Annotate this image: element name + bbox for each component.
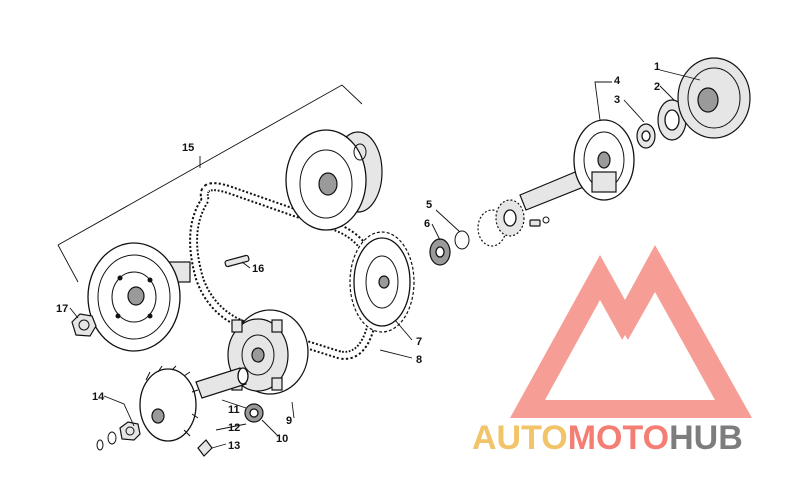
nut-17 xyxy=(71,313,97,337)
watermark-hub: HUB xyxy=(669,419,743,457)
watermark-wordmark: AUTOMOTOHUB xyxy=(472,419,743,457)
watermark-logo xyxy=(510,245,752,418)
watermark-auto: AUTO xyxy=(472,419,568,457)
callout-2: 2 xyxy=(654,81,660,93)
callout-14: 14 xyxy=(92,391,105,403)
driven-sheave-lower xyxy=(87,242,191,352)
fan-14 xyxy=(139,365,199,442)
housing-shaft-4 xyxy=(519,119,635,211)
bearing-6 xyxy=(429,238,451,266)
fixed-drive-sheave xyxy=(349,231,415,333)
callout-15: 15 xyxy=(182,142,194,154)
callout-8: 8 xyxy=(416,354,422,366)
clip-13 xyxy=(197,439,213,457)
bolt-small xyxy=(529,216,550,227)
driven-sheave-upper xyxy=(285,129,383,231)
bearing-10 xyxy=(244,403,264,423)
callout-labels: 1 2 3 4 5 6 7 8 9 10 11 12 13 14 15 16 1… xyxy=(56,61,660,452)
shaft-11 xyxy=(195,367,249,399)
logo-inner-cut xyxy=(590,335,660,395)
watermark-moto: MOTO xyxy=(568,419,669,457)
callout-11: 11 xyxy=(228,404,240,416)
movable-drive-sheave xyxy=(227,309,309,395)
callout-16: 16 xyxy=(252,263,264,275)
callout-7: 7 xyxy=(416,336,422,348)
watermark-text: AUTOMOTOHUB xyxy=(472,419,743,457)
callout-1: 1 xyxy=(654,61,660,73)
callout-10: 10 xyxy=(276,433,288,445)
callout-4: 4 xyxy=(614,75,621,87)
cover-1 xyxy=(677,57,751,139)
leader-lines xyxy=(69,69,701,449)
callout-12: 12 xyxy=(228,422,240,434)
nut-12 xyxy=(96,421,141,451)
gear-ring xyxy=(477,199,525,247)
callout-13: 13 xyxy=(228,440,240,452)
callout-5: 5 xyxy=(426,199,432,211)
assembly-bracket-15 xyxy=(57,84,363,283)
callout-3: 3 xyxy=(614,94,620,106)
callout-6: 6 xyxy=(424,218,430,230)
callout-9: 9 xyxy=(286,415,292,427)
pin-16 xyxy=(224,254,250,268)
logo-triangle-mark xyxy=(510,245,752,418)
washer-5 xyxy=(454,230,470,250)
seal-3 xyxy=(636,123,656,149)
callout-17: 17 xyxy=(56,303,68,315)
